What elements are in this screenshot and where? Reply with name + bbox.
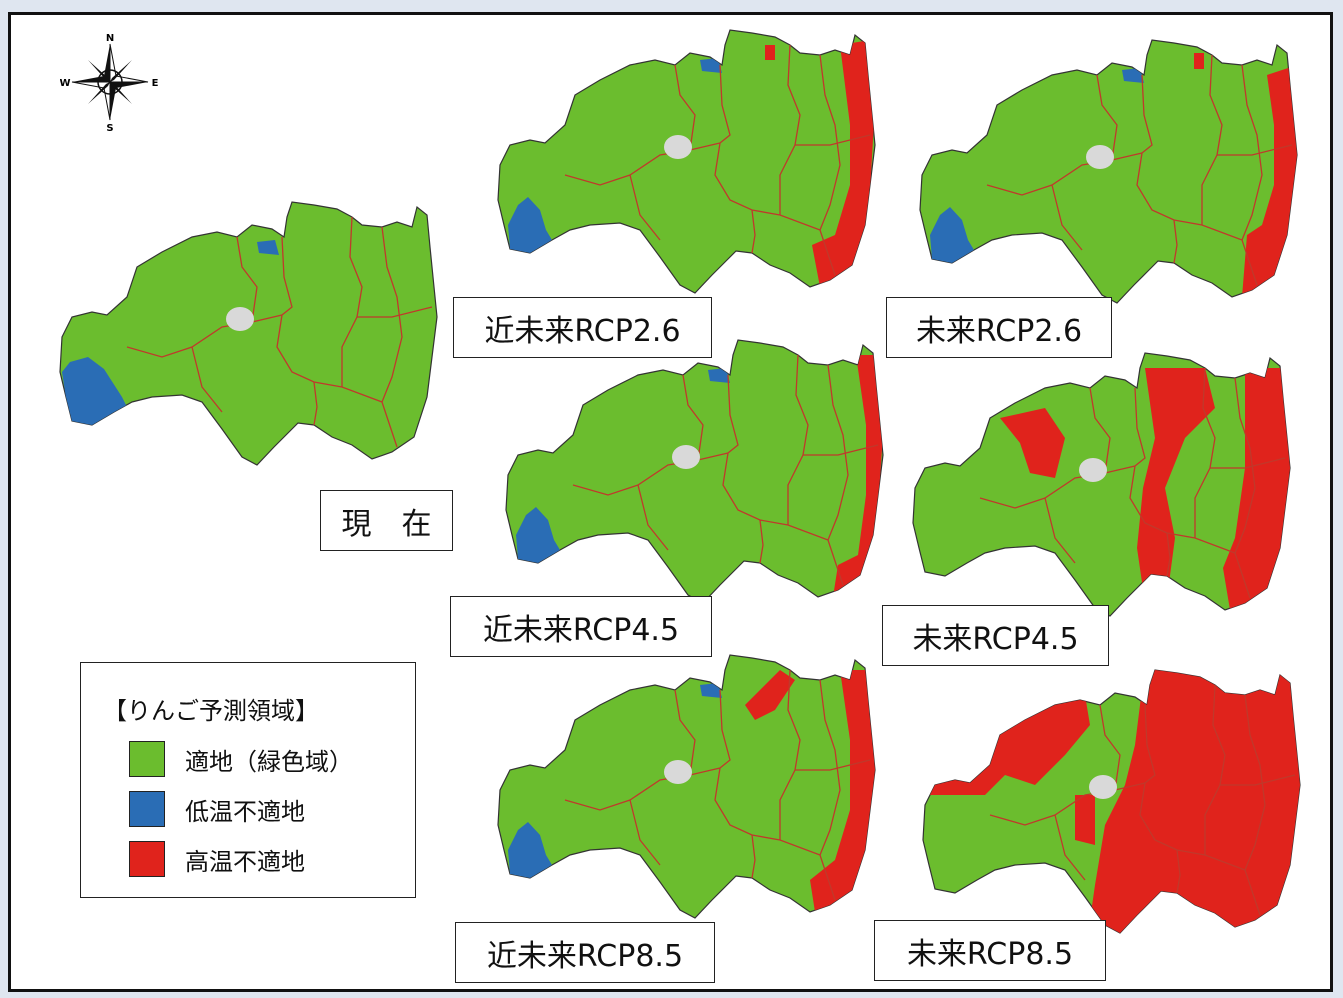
legend-item-cold: 低温不適地 xyxy=(129,791,305,827)
compass-s-label: S xyxy=(106,123,113,132)
legend-title: 【りんご予測領域】 xyxy=(103,697,319,725)
map-near-rcp26 xyxy=(497,29,876,294)
legend: 【りんご予測領域】 適地（緑色域） 低温不適地 高温不適地 xyxy=(80,662,416,898)
legend-label-cold: 低温不適地 xyxy=(185,797,305,826)
label-future-rcp26: 未来RCP2.6 xyxy=(886,297,1112,358)
map-near-rcp85 xyxy=(497,654,876,919)
label-near-rcp85: 近未来RCP8.5 xyxy=(455,922,715,983)
map-current xyxy=(59,201,438,466)
map-future-rcp26 xyxy=(919,39,1298,304)
map-future-rcp85 xyxy=(922,669,1301,934)
legend-item-suitable: 適地（緑色域） xyxy=(129,741,353,777)
label-near-rcp45: 近未来RCP4.5 xyxy=(450,596,712,657)
compass-w-label: W xyxy=(60,78,71,89)
legend-swatch-cold xyxy=(129,791,165,827)
legend-label-suitable: 適地（緑色域） xyxy=(185,747,353,776)
compass-n-label: N xyxy=(106,33,114,44)
label-future-rcp85: 未来RCP8.5 xyxy=(874,920,1106,981)
map-future-rcp45 xyxy=(912,352,1291,617)
compass-rose-icon: N S E W xyxy=(60,33,159,132)
label-future-rcp45: 未来RCP4.5 xyxy=(882,605,1109,666)
label-near-rcp26: 近未来RCP2.6 xyxy=(453,297,712,358)
legend-swatch-suitable xyxy=(129,741,165,777)
map-near-rcp45 xyxy=(505,339,884,604)
legend-swatch-hot xyxy=(129,841,165,877)
legend-item-hot: 高温不適地 xyxy=(129,841,305,877)
compass-e-label: E xyxy=(152,78,159,89)
label-current: 現 在 xyxy=(320,490,453,551)
legend-label-hot: 高温不適地 xyxy=(185,847,305,876)
